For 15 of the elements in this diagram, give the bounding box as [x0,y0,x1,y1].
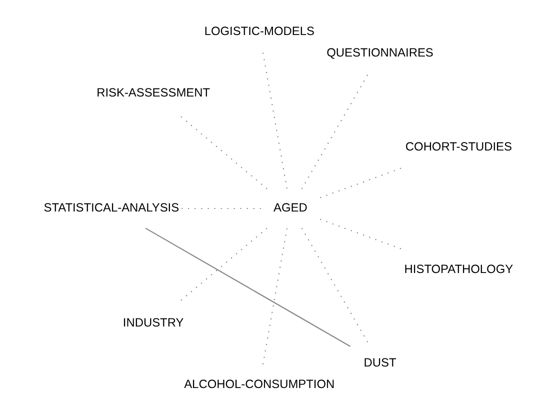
node-text: INDUSTRY [122,316,184,330]
node-text: QUESTIONNAIRES [326,45,434,60]
node-text: LOGISTIC-MODELS [204,24,314,38]
node-text: RISK-ASSESSMENT [96,85,210,100]
connector [262,228,288,365]
connector [301,73,369,190]
connector [262,52,288,189]
node-text: STATISTICAL-ANALYSIS [44,200,180,215]
connector [145,228,350,347]
node-text: COHORT-STUDIES [405,139,512,154]
node-text: ALCOHOL-CONSUMPTION [184,376,335,391]
node-text: DUST [364,356,396,370]
node-text: HISTOPATHOLOGY [404,262,514,276]
node-text: AGED [274,200,308,215]
connector [301,228,369,344]
